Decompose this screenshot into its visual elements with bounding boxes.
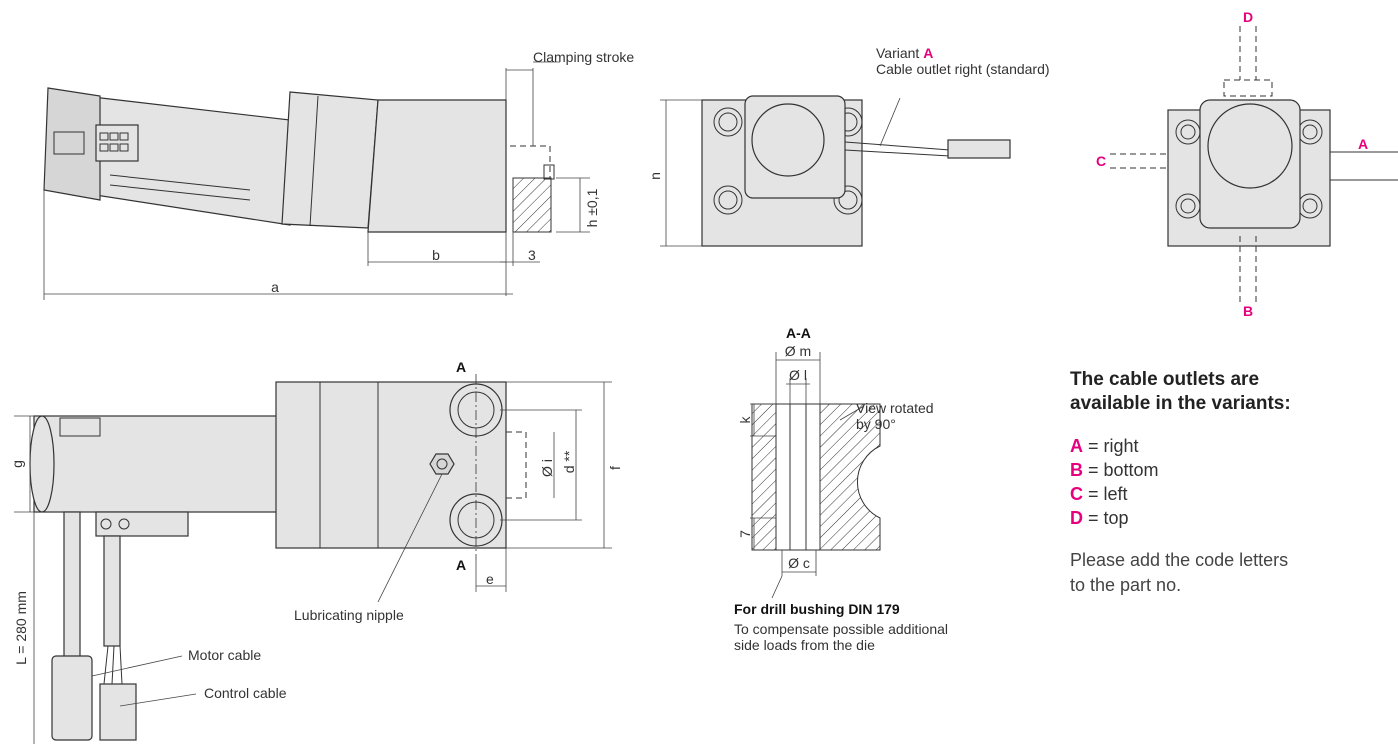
plan-view: A A f d ** Ø i e g L = 280 mm: [9, 359, 623, 744]
legend-title-1: The cable outlets are: [1070, 369, 1260, 390]
section-view: A-A Ø m Ø l k 7 Ø c View rotated by 90°: [734, 325, 948, 653]
front-view: Variant A Cable outlet right (standard) …: [647, 45, 1050, 247]
main-block: [367, 99, 507, 233]
side-view: Clamping stroke h ±0,1 b 3 a: [43, 49, 634, 300]
dim-f-label: f: [607, 466, 623, 470]
top-view-outlets: A B C D: [1096, 9, 1398, 319]
compensate-label-1: To compensate possible additional: [734, 621, 948, 637]
lubricating-nipple: [429, 453, 455, 475]
top-motor-cap: [1207, 103, 1293, 189]
dim-m-label: Ø m: [785, 343, 811, 359]
cable-outlet-standard-label: Cable outlet right (standard): [876, 61, 1050, 77]
outlet-b-label: B: [1243, 303, 1253, 319]
motor-cable-label: Motor cable: [188, 647, 261, 663]
punch: [512, 177, 552, 233]
section-a-bottom-label: A: [456, 557, 466, 573]
outlet-a-label: A: [1358, 136, 1368, 152]
outlet-c-label: C: [1096, 153, 1106, 169]
legend-variant-list: A = right B = bottom C = left D = top: [1070, 434, 1390, 530]
dim-b-label: b: [432, 247, 440, 263]
dim-c-label: Ø c: [788, 555, 810, 571]
control-plug: [99, 683, 137, 741]
section-aa-label: A-A: [786, 325, 811, 341]
control-cable-label: Control cable: [204, 685, 287, 701]
legend-title-2: available in the variants:: [1070, 393, 1291, 414]
motor-cable: [63, 511, 81, 663]
connector-block: [43, 87, 101, 201]
compensate-label-2: side loads from the die: [734, 637, 875, 653]
dim-d-label: d **: [561, 450, 577, 473]
drill-bushing-label: For drill bushing DIN 179: [734, 601, 900, 617]
control-cable: [103, 535, 121, 647]
legend-variant-b: B = bottom: [1070, 460, 1159, 480]
motor-plug: [51, 655, 93, 741]
dim-i-label: Ø i: [539, 459, 555, 477]
view-rotated-label-2: by 90°: [856, 416, 896, 432]
cable-outlet-legend: The cable outlets are available in the v…: [1070, 368, 1390, 598]
dim-k-label: k: [737, 416, 753, 424]
cable-plug: [947, 139, 1011, 159]
legend-variant-a: A = right: [1070, 436, 1139, 456]
dim-L-label: L = 280 mm: [13, 591, 29, 665]
dim-l-label: Ø l: [789, 367, 807, 383]
motor-cap: [751, 103, 825, 177]
lubricating-nipple-label: Lubricating nipple: [294, 607, 404, 623]
legend-variant-c: C = left: [1070, 484, 1128, 504]
dim-n-label: n: [647, 172, 663, 180]
legend-variant-d: D = top: [1070, 508, 1129, 528]
section-a-top-label: A: [456, 359, 466, 375]
legend-note: Please add the code letters to the part …: [1070, 550, 1289, 595]
outlet-d-label: D: [1243, 9, 1253, 25]
connector-plug: [95, 124, 139, 162]
dim-e-label: e: [486, 571, 494, 587]
dim-a-label: a: [271, 279, 279, 295]
gear-housing: [281, 91, 379, 229]
dim-7-label: 7: [737, 530, 753, 538]
clamping-stroke-label: Clamping stroke: [533, 49, 634, 65]
variant-label: Variant A: [876, 45, 933, 61]
view-rotated-label-1: View rotated: [856, 400, 934, 416]
cable-gland: [95, 511, 189, 537]
plan-motor: [33, 415, 285, 513]
dim-h-label: h ±0,1: [584, 188, 600, 227]
dim-3-label: 3: [528, 247, 536, 263]
dim-g-label: g: [9, 460, 25, 468]
